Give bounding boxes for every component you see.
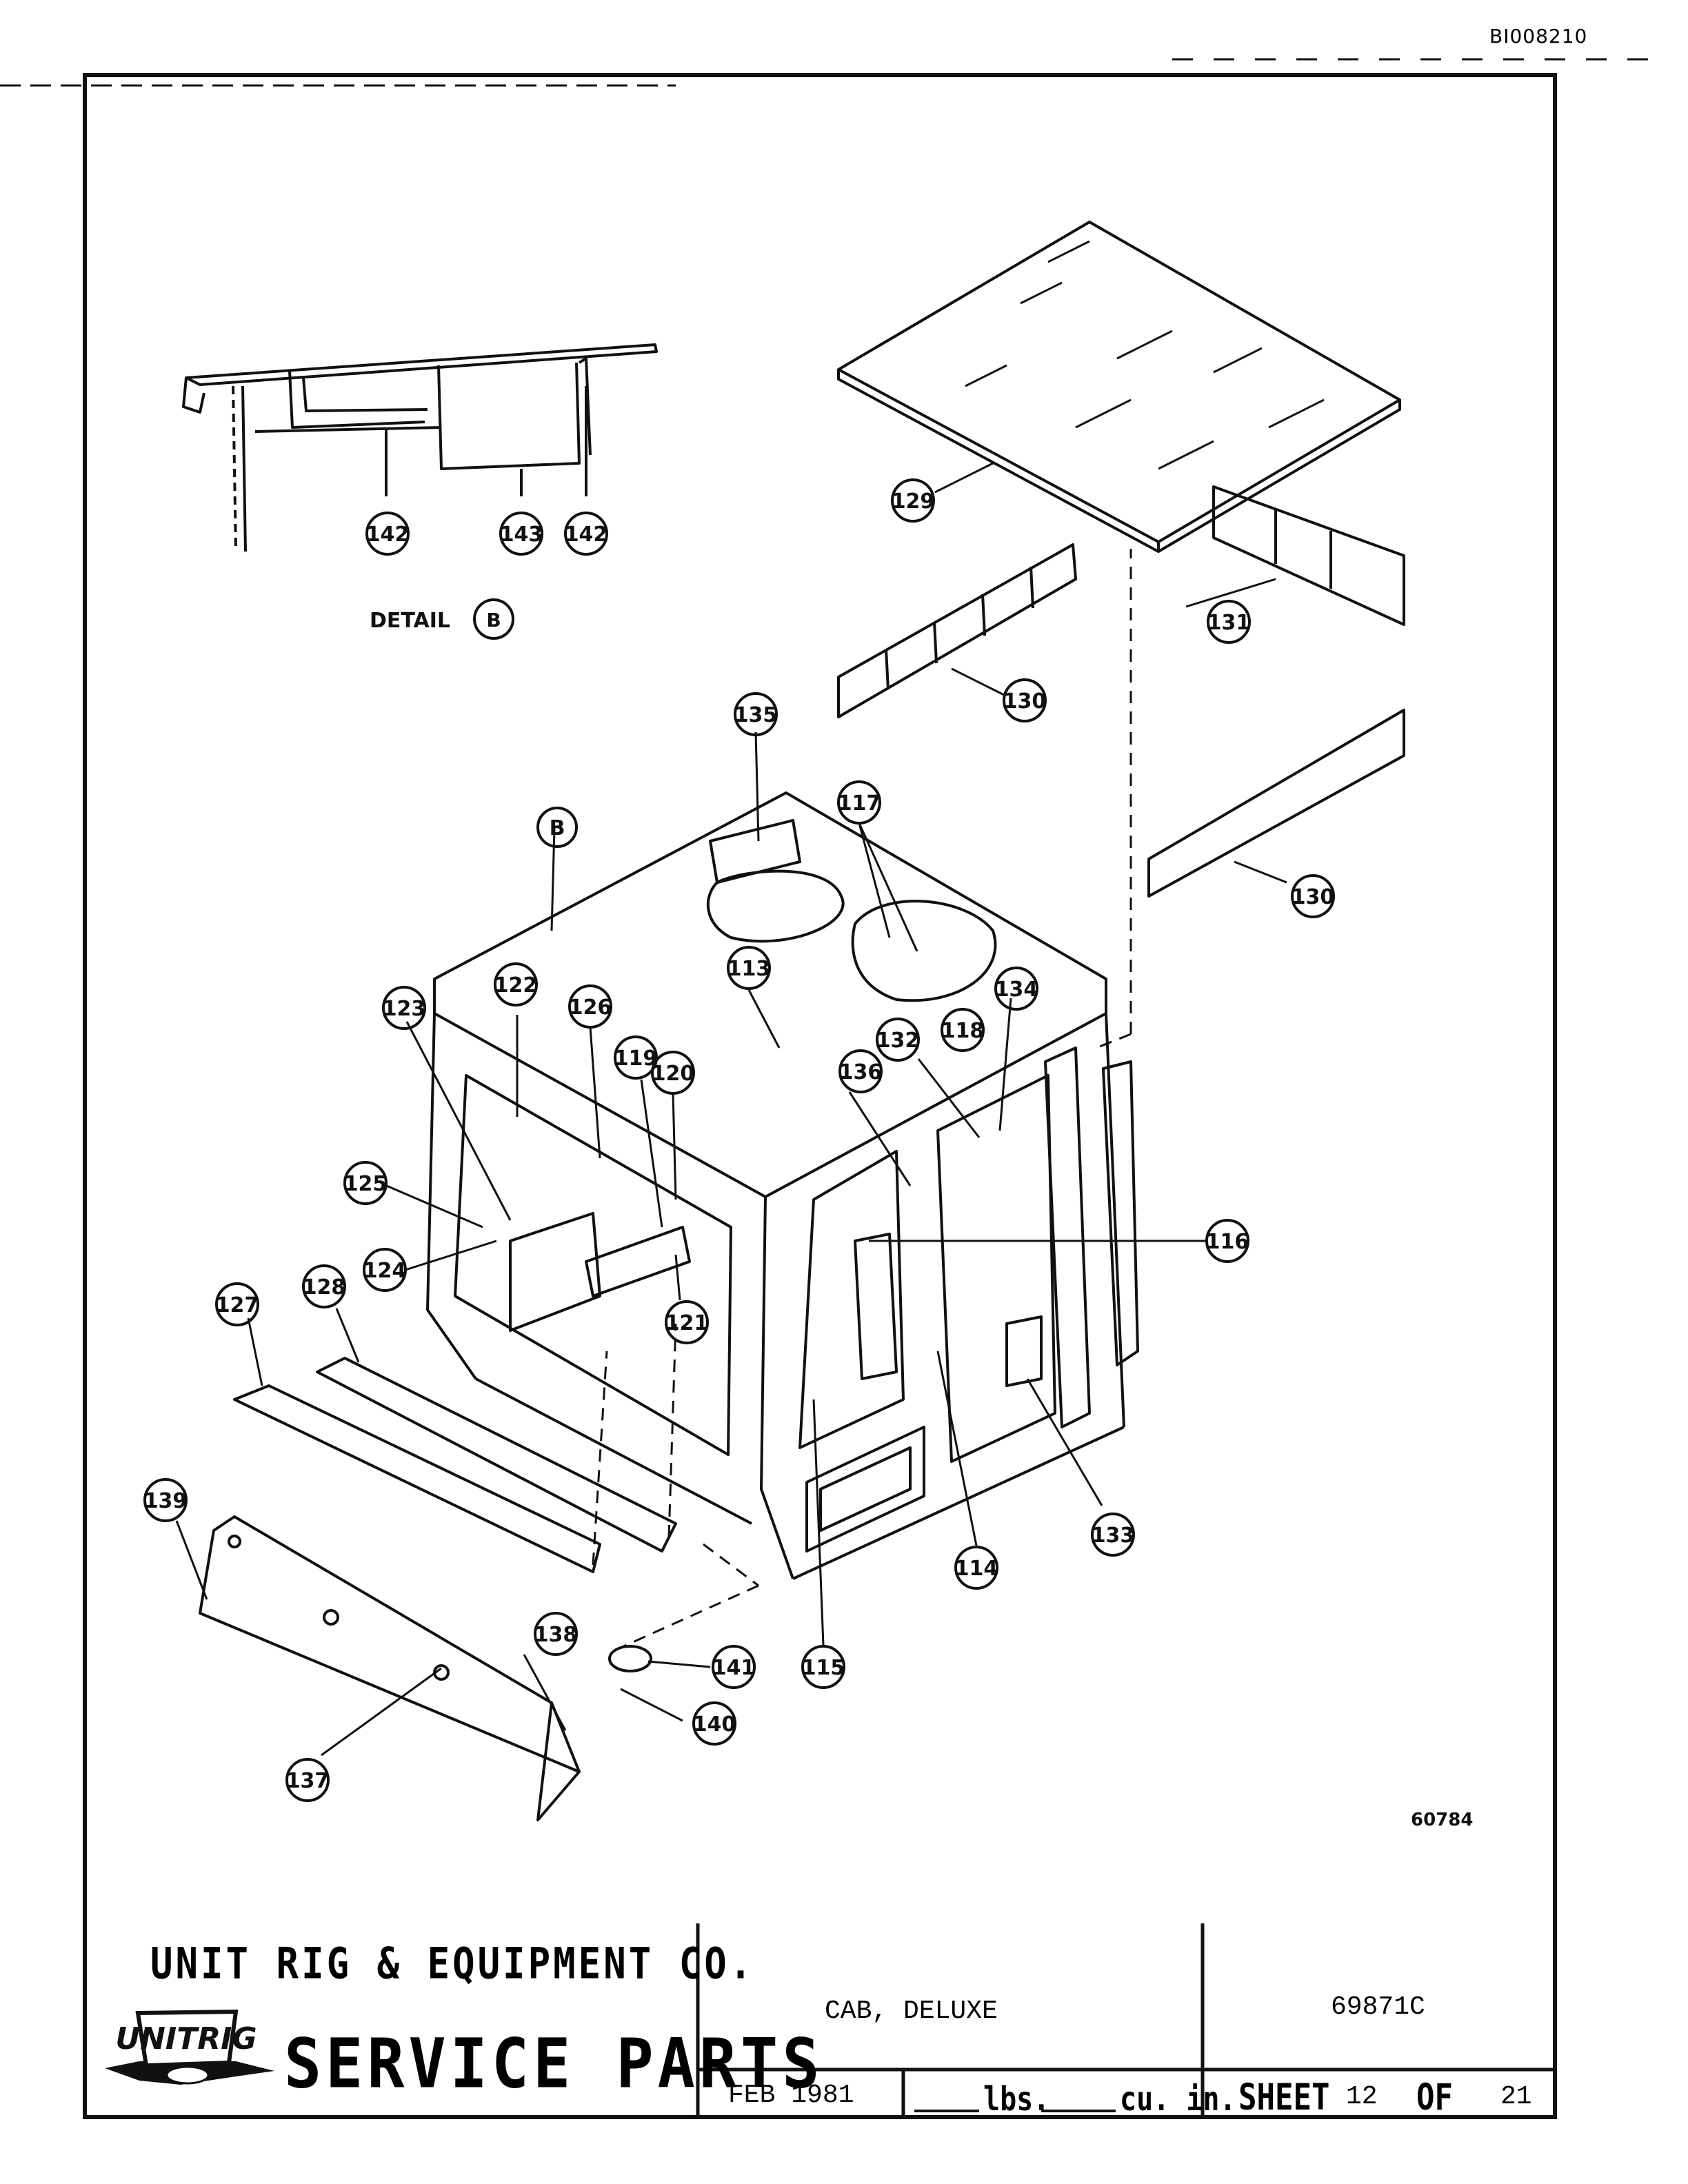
callout-138: 138 [534, 1612, 578, 1656]
callout-134: 134 [994, 967, 1038, 1011]
callout-124: 124 [363, 1248, 407, 1292]
callout-125: 125 [343, 1161, 388, 1205]
of-label: OF [1416, 2076, 1453, 2119]
drawing-frame [83, 73, 1557, 2119]
svg-text:124: 124 [363, 1259, 407, 1283]
svg-text:125: 125 [344, 1172, 388, 1196]
svg-text:117: 117 [838, 791, 881, 816]
part-description: CAB, DELUXE [825, 1996, 998, 2026]
svg-text:B: B [550, 816, 565, 840]
svg-text:118: 118 [941, 1019, 985, 1043]
weight-label: lbs. [983, 2081, 1050, 2119]
callout-119: 119 [614, 1035, 658, 1080]
detail-b-section [182, 343, 658, 552]
callout-142-left: 142 [365, 512, 410, 556]
drawing-number: 60784 [1411, 1810, 1473, 1830]
callout-130-left: 130 [1003, 678, 1047, 722]
svg-text:123: 123 [383, 997, 426, 1021]
detail-label: DETAIL B [370, 598, 514, 640]
svg-text:142: 142 [565, 523, 608, 547]
svg-text:121: 121 [665, 1311, 709, 1335]
mat-128 [316, 1357, 677, 1553]
callout-126: 126 [568, 984, 612, 1029]
volume-label: cu. in. [1120, 2081, 1236, 2119]
svg-text:114: 114 [955, 1557, 998, 1581]
service-parts-title: SERVICE PARTS [284, 2024, 824, 2104]
svg-text:127: 127 [216, 1293, 259, 1317]
svg-text:129: 129 [892, 489, 935, 514]
headliner-131 [1212, 485, 1405, 626]
callout-131: 131 [1207, 600, 1251, 644]
svg-text:137: 137 [286, 1769, 330, 1793]
callout-132: 132 [876, 1018, 920, 1062]
callout-135: 135 [734, 692, 778, 736]
roof-panel-129 [837, 221, 1401, 553]
svg-text:128: 128 [303, 1275, 346, 1300]
svg-text:133: 133 [1092, 1524, 1135, 1548]
sheet-total: 21 [1500, 2082, 1532, 2112]
svg-text:143: 143 [500, 523, 543, 547]
callout-b-top: B [536, 807, 578, 848]
svg-text:140: 140 [693, 1712, 736, 1737]
svg-text:135: 135 [734, 703, 778, 727]
svg-text:131: 131 [1207, 611, 1251, 635]
callout-114: 114 [954, 1546, 998, 1590]
svg-text:122: 122 [494, 973, 538, 998]
callout-139: 139 [143, 1478, 188, 1522]
callout-136: 136 [838, 1049, 883, 1093]
callout-129: 129 [891, 478, 935, 523]
svg-text:136: 136 [839, 1060, 883, 1084]
callout-113: 113 [727, 946, 771, 990]
headliner-130-left [837, 543, 1077, 718]
callout-122: 122 [494, 962, 538, 1007]
unitrig-logo: UNITRIG [105, 2009, 274, 2085]
issue-date: FEB 1981 [728, 2081, 854, 2110]
callout-123: 123 [382, 986, 426, 1030]
svg-text:139: 139 [144, 1489, 188, 1513]
callout-140: 140 [692, 1701, 736, 1746]
callout-130-right: 130 [1291, 874, 1335, 918]
svg-text:142: 142 [366, 523, 410, 547]
callout-141: 141 [712, 1645, 756, 1689]
callout-128: 128 [302, 1264, 346, 1308]
svg-text:130: 130 [1292, 885, 1335, 909]
headliner-130-right [1147, 709, 1405, 898]
svg-text:113: 113 [727, 957, 771, 981]
svg-text:120: 120 [652, 1062, 695, 1086]
callout-137: 137 [285, 1758, 330, 1802]
svg-text:116: 116 [1206, 1230, 1249, 1254]
svg-text:138: 138 [534, 1623, 578, 1647]
callout-115: 115 [801, 1645, 845, 1689]
callout-118: 118 [941, 1008, 985, 1052]
cab-body [426, 791, 1139, 1580]
callout-143: 143 [499, 512, 543, 556]
sheet-label: SHEET [1238, 2076, 1330, 2119]
svg-text:141: 141 [712, 1656, 756, 1680]
part-number: 69871C [1331, 1992, 1425, 2022]
callout-117: 117 [837, 780, 881, 825]
document-id: BI008210 [1489, 25, 1588, 48]
svg-text:115: 115 [802, 1656, 845, 1680]
svg-text:UNITRIG: UNITRIG [115, 2021, 257, 2056]
callout-133: 133 [1091, 1513, 1135, 1557]
callout-127: 127 [215, 1282, 259, 1326]
callout-142-right: 142 [564, 512, 608, 556]
svg-text:130: 130 [1003, 689, 1047, 714]
svg-text:126: 126 [569, 995, 612, 1020]
callout-116: 116 [1205, 1219, 1249, 1263]
company-name: UNIT RIG & EQUIPMENT CO. [150, 1939, 755, 1989]
clip-141 [608, 1645, 652, 1672]
callout-120: 120 [651, 1051, 695, 1095]
mat-127 [233, 1384, 601, 1573]
sheet-number: 12 [1346, 2082, 1378, 2112]
cowl-139 [199, 1515, 581, 1773]
svg-text:119: 119 [614, 1046, 658, 1071]
svg-text:134: 134 [995, 978, 1038, 1002]
callout-121: 121 [665, 1300, 709, 1344]
svg-text:132: 132 [876, 1029, 920, 1053]
svg-text:B: B [486, 609, 501, 631]
svg-text:DETAIL: DETAIL [370, 609, 450, 633]
